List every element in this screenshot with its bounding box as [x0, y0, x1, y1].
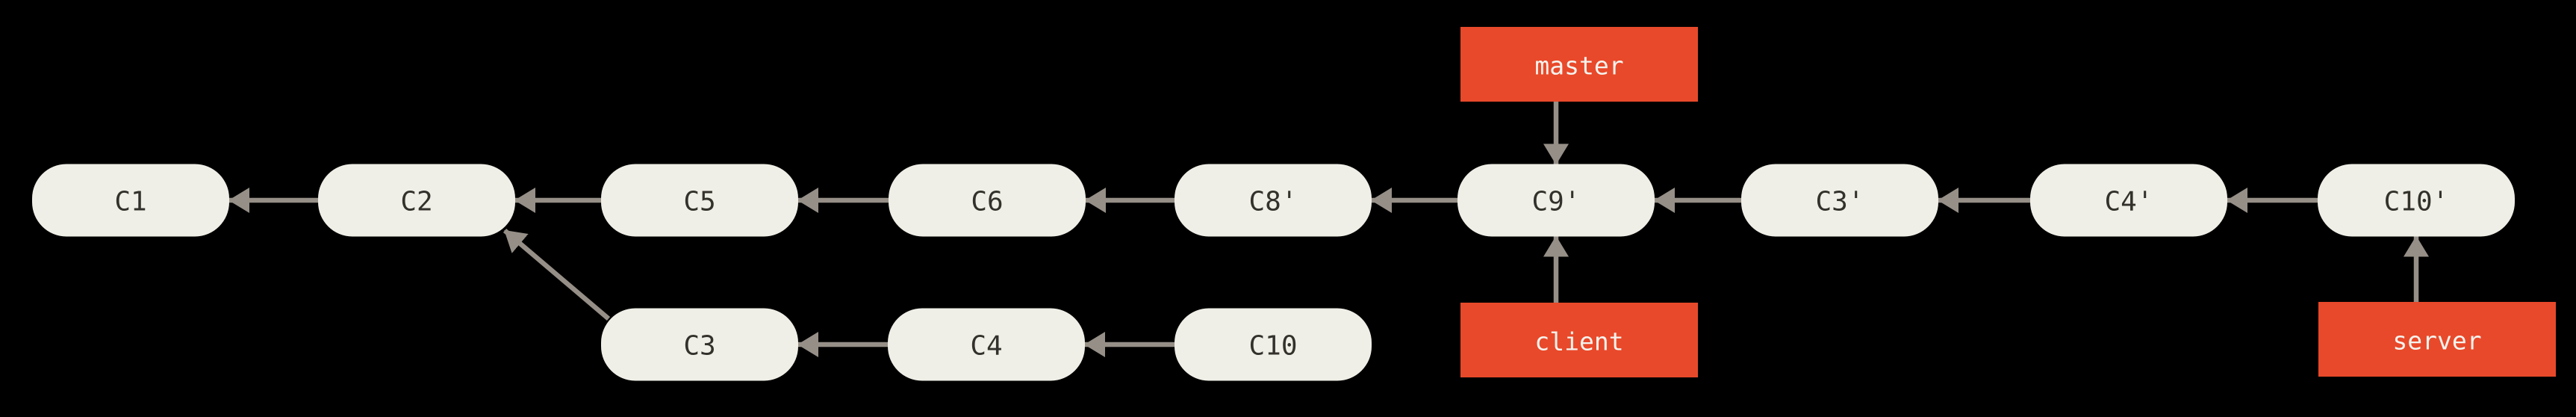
commit-node-shape	[1457, 164, 1655, 237]
edge-c3-to-c2	[503, 229, 611, 321]
branch-label-box	[1460, 303, 1698, 377]
commit-node-shape	[1175, 164, 1372, 237]
branch-labels-layer: master client server	[1460, 27, 2556, 377]
commit-node-shape	[32, 164, 229, 237]
commit-node-c10: C10	[1175, 308, 1372, 381]
edges-layer	[228, 102, 2429, 357]
commit-node-shape	[1741, 164, 1938, 237]
commit-node-c4-prime: C4'	[2030, 164, 2227, 237]
commit-node-c4: C4	[888, 308, 1085, 381]
commit-label: C4'	[2104, 187, 2153, 217]
branch-label-text: server	[2392, 327, 2481, 356]
commit-label: C4	[970, 331, 1002, 362]
branch-label-text: client	[1534, 327, 1623, 356]
commit-node-shape	[889, 164, 1086, 237]
branch-label-server: server	[2318, 302, 2556, 377]
commit-node-c5: C5	[601, 164, 798, 237]
commit-label: C3	[683, 331, 715, 362]
branch-label-box	[2318, 302, 2556, 377]
branch-label-text: master	[1534, 52, 1623, 81]
branch-label-client: client	[1460, 303, 1698, 377]
branch-label-box	[1460, 27, 1698, 102]
commit-node-shape	[2030, 164, 2227, 237]
commit-node-shape	[601, 308, 798, 381]
commit-label: C5	[683, 187, 715, 217]
commit-label: C10'	[2384, 187, 2449, 217]
branch-label-master: master	[1460, 27, 1698, 102]
commit-label: C8'	[1248, 187, 1297, 217]
commit-label: C1	[114, 187, 146, 217]
commit-node-shape	[601, 164, 798, 237]
commit-node-c3: C3	[601, 308, 798, 381]
commit-node-c9-prime: C9'	[1457, 164, 1655, 237]
commit-node-c2: C2	[318, 164, 515, 237]
commit-label: C2	[400, 187, 432, 217]
commits-layer: C1 C2 C5 C6 C8' C9' C3' C4' C10' C3 C4 C10	[32, 164, 2515, 381]
commit-node-c3-prime: C3'	[1741, 164, 1938, 237]
commit-node-shape	[318, 164, 515, 237]
commit-label: C3'	[1815, 187, 1864, 217]
commit-node-shape	[2318, 164, 2515, 237]
commit-node-c8-prime: C8'	[1175, 164, 1372, 237]
commit-label: C10	[1248, 331, 1297, 362]
commit-node-shape	[888, 308, 1085, 381]
commit-node-c10-prime: C10'	[2318, 164, 2515, 237]
commit-label: C9'	[1531, 187, 1580, 217]
commit-label: C6	[971, 187, 1003, 217]
commit-node-shape	[1175, 308, 1372, 381]
commit-node-c6: C6	[889, 164, 1086, 237]
commit-node-c1: C1	[32, 164, 229, 237]
